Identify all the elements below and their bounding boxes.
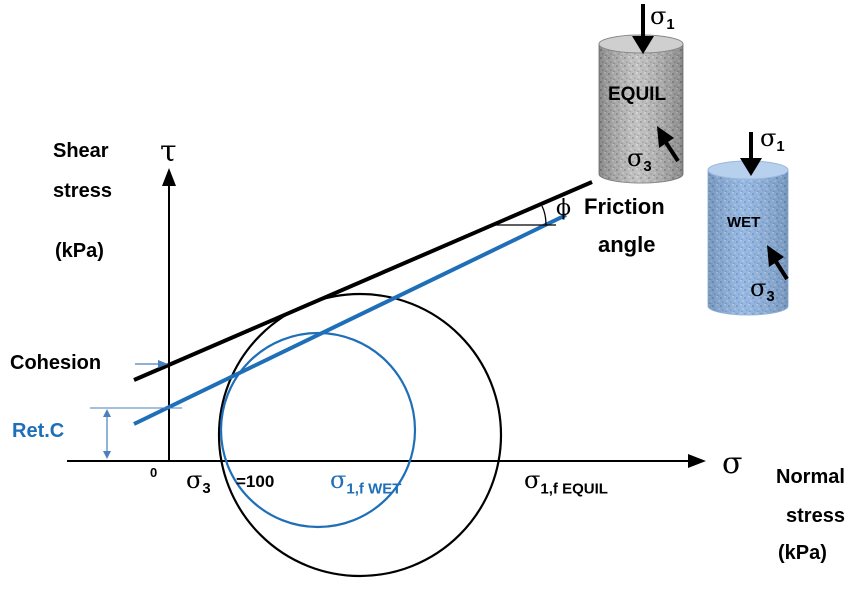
x-axis-symbol: σ [722,446,743,481]
y-axis-label-line2: stress [53,180,112,202]
sigma1-wet-subscript: 1,f WET [346,480,402,498]
wet-sigma3-arrow [773,258,789,281]
wet-sigma3-subscript: 3 [766,289,775,306]
wet-sigma1-subscript: 1 [776,139,785,156]
wet-sigma3-symbol: σ [750,274,767,302]
cohesion-label: Cohesion [10,352,102,374]
equil-sigma1-arrowhead [632,36,654,54]
friction-angle-label-line2: angle [598,232,656,257]
equil-sigma3-symbol: σ [627,144,644,172]
phi-symbol: ϕ [556,196,571,221]
equil-sigma3-label: σ3 [627,144,652,175]
equil-sample-label: EQUIL [608,84,667,105]
equil-sigma3-subscript: 3 [643,159,652,176]
sigma1-wet-label: σ1,f WET [330,466,401,497]
sigma1-equil-label: σ1,f EQUIL [524,466,608,497]
wet-sigma1-label: σ1 [760,124,785,155]
wet-sample [707,160,789,316]
sigma3-subscript: 3 [202,481,211,498]
equil-sigma3-arrowhead [657,126,674,148]
equil-sigma1-symbol: σ [650,2,667,30]
x-axis-arrowhead [688,454,706,468]
friction-angle-arc [541,205,547,226]
sigma1-equil-subscript: 1,f EQUIL [540,480,608,498]
wet-sigma3-arrowhead [767,245,784,267]
x-axis-label-line1: Normal [776,466,845,488]
ret-c-arrow-up [103,409,111,417]
failure-envelope-wet [133,213,567,426]
cohesion-pointer-head [158,360,168,368]
ret-c-arrow-down [103,451,111,459]
sigma1-wet-symbol: σ [330,466,347,494]
equil-sigma1-label: σ1 [650,2,675,33]
x-axis-label-line3: (kPa) [778,542,827,564]
sigma3-label: σ3 [186,466,211,497]
x-axis-label-line2: stress [786,505,845,527]
equil-sigma3-arrow [663,139,680,163]
wet-sigma1-arrowhead [740,158,762,176]
y-axis-label-line1: Shear [53,140,109,162]
y-axis-label-line3: (kPa) [55,240,104,262]
wet-sigma3-label: σ3 [750,274,775,305]
failure-envelope-equil [133,180,593,382]
y-axis-arrowhead [162,168,176,186]
ret-c-label: Ret.C [12,420,65,442]
sigma3-symbol: σ [186,466,203,494]
y-axis-symbol: τ [160,134,177,169]
mohr-circle-wet [219,331,417,529]
friction-angle-label-line1: Friction [584,194,665,219]
origin-label: 0 [150,465,158,480]
equil-sigma1-subscript: 1 [666,17,675,34]
wet-sample-label: WET [727,214,761,231]
sigma3-value: =100 [236,472,275,491]
wet-sigma1-symbol: σ [760,124,777,152]
sigma1-equil-symbol: σ [524,466,541,494]
mohr-circle-equil [217,292,503,578]
equil-sample [598,34,684,184]
